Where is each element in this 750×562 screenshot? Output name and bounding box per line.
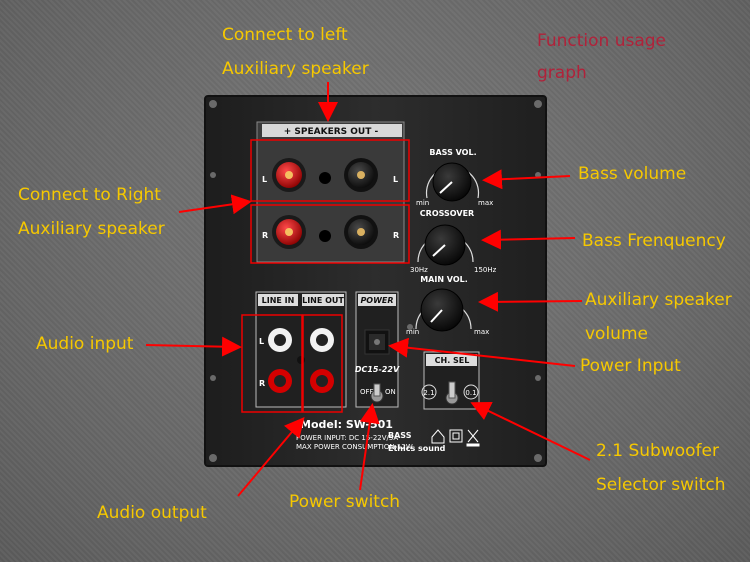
label-audio-input: Audio input: [36, 334, 134, 354]
ch-sel-toggle-switch[interactable]: [445, 381, 459, 405]
terminal-r-left-label: R: [262, 231, 268, 240]
bass-vol-min: min: [416, 199, 429, 207]
certification-icons: [431, 429, 480, 447]
main-volume-knob[interactable]: [420, 288, 464, 332]
label-aux-volume-line1: Auxiliary speaker: [585, 290, 732, 310]
speakers-out-strip: [262, 124, 402, 137]
max-power-spec: MAX POWER CONSUMPTION:12W: [296, 443, 413, 451]
screw-holes: [209, 100, 542, 462]
terminal-right-red[interactable]: [272, 215, 306, 249]
diagram-title: Function usage graph: [537, 25, 666, 89]
power-toggle-switch[interactable]: [370, 383, 384, 403]
crossover-30hz: 30Hz: [410, 266, 428, 274]
label-aux-volume: Auxiliary speaker volume: [585, 283, 732, 351]
line-io-block: [255, 291, 347, 408]
highlight-line-in: [241, 314, 303, 413]
bass-vol-label: BASS VOL.: [429, 148, 476, 157]
ch-sel-label: CH. SEL: [435, 356, 470, 365]
label-power-switch: Power switch: [289, 492, 401, 512]
label-audio-output: Audio output: [97, 503, 207, 523]
dc-voltage-label: DC15-22V: [355, 365, 400, 374]
terminal-right-black[interactable]: [344, 215, 378, 249]
label-bass-volume: Bass volume: [578, 164, 687, 184]
dc-power-jack[interactable]: [364, 329, 390, 355]
bass-volume-knob[interactable]: [432, 162, 472, 202]
title-line-1: Function usage: [537, 31, 667, 51]
label-subwoofer-line1: 2.1 Subwoofer: [596, 441, 719, 461]
main-vol-label: MAIN VOL.: [420, 275, 468, 284]
power-label: POWER: [360, 296, 393, 305]
ch-sel-01-label: 0.1: [465, 389, 476, 397]
main-vol-max: max: [474, 328, 489, 336]
power-on-label: ON: [385, 388, 396, 396]
title-line-2: graph: [537, 63, 587, 83]
brand-label: Ethics sound: [388, 444, 446, 453]
speakers-out-label: + SPEAKERS OUT -: [284, 127, 379, 137]
crossover-150hz: 150Hz: [474, 266, 497, 274]
bass-vol-max: max: [478, 199, 493, 207]
label-subwoofer-line2: Selector switch: [596, 475, 726, 495]
bass-label: BASS: [388, 431, 412, 440]
power-input-spec: POWER INPUT: DC 15-22V/5A: [296, 434, 398, 442]
terminal-left-red[interactable]: [272, 158, 306, 192]
line-in-label: LINE IN: [262, 296, 295, 305]
annotation-arrows: [145, 82, 591, 497]
label-connect-left: Connect to left Auxiliary speaker: [222, 18, 369, 86]
highlight-left-terminals: [250, 139, 410, 202]
highlight-line-out: [302, 314, 343, 413]
label-power-input: Power Input: [580, 356, 681, 376]
line-in-left-jack[interactable]: [268, 328, 292, 352]
crossover-knob[interactable]: [424, 224, 466, 266]
label-connect-left-line1: Connect to left: [222, 25, 348, 45]
terminal-r-right-label: R: [393, 231, 399, 240]
label-connect-right-line2: Auxiliary speaker: [18, 219, 165, 239]
line-out-right-jack[interactable]: [310, 369, 334, 393]
line-out-left-jack[interactable]: [310, 328, 334, 352]
highlight-right-terminals: [250, 204, 410, 264]
line-r-label: R: [259, 379, 265, 388]
led-left: [319, 172, 331, 184]
label-connect-right: Connect to Right Auxiliary speaker: [18, 178, 165, 246]
terminal-l-left-label: L: [262, 175, 267, 184]
label-bass-frequency: Bass Frenquency: [582, 231, 726, 251]
terminal-l-right-label: L: [393, 175, 398, 184]
model-label: Model: SW-501: [300, 418, 393, 431]
label-subwoofer: 2.1 Subwoofer Selector switch: [596, 434, 726, 502]
crossover-label: CROSSOVER: [420, 209, 474, 218]
line-in-right-jack[interactable]: [268, 369, 292, 393]
label-connect-right-line1: Connect to Right: [18, 185, 161, 205]
main-vol-min: min: [406, 328, 419, 336]
line-l-label: L: [259, 337, 264, 346]
label-connect-left-line2: Auxiliary speaker: [222, 59, 369, 79]
led-right: [319, 230, 331, 242]
power-off-label: OFF: [360, 388, 374, 396]
label-aux-volume-line2: volume: [585, 324, 648, 344]
ch-sel-21-label: 2.1: [423, 389, 434, 397]
line-center-hole: [297, 356, 305, 364]
line-out-label: LINE OUT: [302, 296, 344, 305]
terminal-left-black[interactable]: [344, 158, 378, 192]
